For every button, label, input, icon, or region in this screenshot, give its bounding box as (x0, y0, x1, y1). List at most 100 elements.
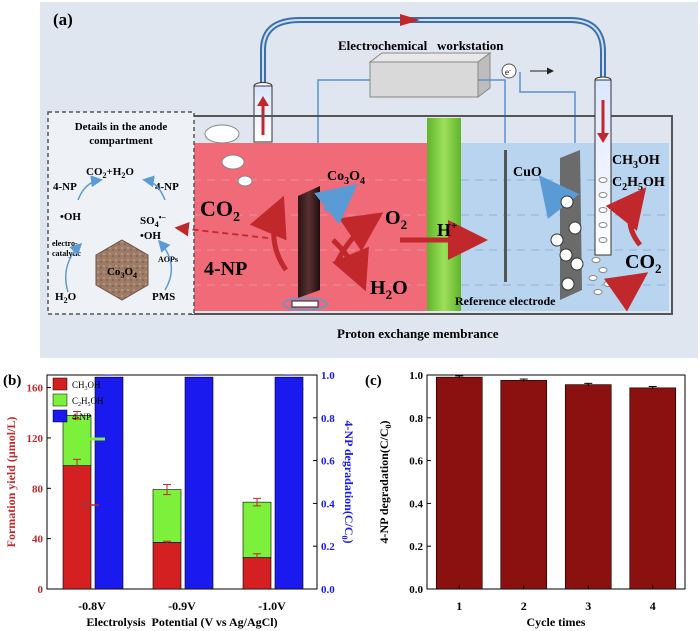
co3o4-hexagon (95, 239, 149, 301)
stir-bar-icon (282, 297, 328, 311)
bar-degradation-2 (564, 384, 612, 590)
wire-arrow-icon (400, 14, 420, 26)
wire-tube-highlight (262, 19, 604, 88)
anode-h2o-label: H2O (370, 277, 408, 302)
anode-4np-label: 4-NP (204, 258, 247, 280)
panel-b-left-ticks: 0 40 80 120 160 (27, 383, 51, 596)
panel-b-legend: CH3OH C2H5OH 4-NP (52, 377, 104, 423)
legend-swatch-4np (52, 409, 68, 423)
anode-co3o4-arrow (314, 183, 358, 225)
panel-c-category-2: 3 (585, 599, 591, 613)
panel-c-bars (435, 375, 677, 590)
panel-b-left-tick-label-0: 0 (38, 584, 44, 596)
panel-c-plot-frame (426, 374, 686, 590)
panel-c-tick-label-0: 0.0 (409, 584, 423, 596)
panel-a: (a) Electrochemical workstation e- (40, 2, 698, 358)
membrane-label: Proton exchange membrance (337, 326, 499, 341)
legend-label-4np: 4-NP (72, 412, 91, 422)
anode-bubbles (204, 124, 253, 187)
panel-b-right-tick-label-1: 0.2 (321, 541, 335, 553)
green-axis-indicator-head (80, 434, 90, 444)
panel-b-category-2: -1.0V (258, 599, 286, 613)
bar-c2h5oh-2 (242, 501, 272, 558)
anode-co3o4-label: Co3O4 (327, 169, 365, 187)
details-title-line1: Details in the anode (75, 121, 168, 133)
panel-c-tick-label-4: 0.8 (409, 413, 423, 425)
panel-b-xlabel: Electrolysis Potential (V vs Ag/AgCl) (86, 615, 277, 629)
panel-b-category-labels: -0.8V -0.9V -1.0V (78, 599, 286, 613)
panel-c-label: (c) (365, 373, 382, 389)
left-electrode-tube (253, 82, 273, 143)
cathode-electrons (550, 195, 584, 291)
details-4np-left: 4-NP (53, 181, 77, 193)
panel-c-category-3: 4 (650, 599, 656, 613)
details-arcs (65, 175, 173, 293)
anode-o2-label: O2 (385, 207, 407, 232)
details-h2o: H2O (55, 291, 77, 305)
panel-c-category-0: 1 (456, 599, 462, 613)
right-axis-indicator-head (296, 385, 304, 393)
panel-c-ylabel: 4-NP degradation(C/C0) (377, 421, 393, 544)
cuo-label: CuO (513, 165, 542, 180)
bar-4np-1 (184, 376, 214, 590)
panel-b-right-tick-label-0: 0.0 (321, 584, 335, 596)
electrochemical-workstation (368, 52, 492, 98)
cuo-arrow (538, 175, 580, 219)
panel-c-category-1: 2 (521, 599, 527, 613)
details-electro-1: electro- (52, 239, 78, 248)
details-co2-h2o: CO2+H2O (86, 166, 134, 180)
details-oh-right: •OH (140, 230, 161, 242)
panel-b-right-ticks: 0.00.20.40.60.81.0 (313, 370, 335, 596)
panel-c-xlabel: Cycle times (527, 615, 586, 629)
details-pms: PMS (152, 291, 175, 303)
panel-b-bars (62, 374, 304, 590)
details-title-line2: compartment (89, 135, 153, 147)
legend-swatch-c2h5oh (52, 393, 68, 407)
panel-b-ylabel: Formation yield (μmol/L) (4, 417, 18, 548)
bar-degradation-3 (629, 387, 677, 590)
electron-label: e- (505, 67, 511, 77)
hexagon-co3o4-label: Co3O4 (107, 266, 137, 280)
panel-b-right-tick-label-4: 0.8 (321, 413, 335, 425)
panel-b-left-tick-label-2: 80 (32, 483, 44, 495)
bar-4np-2 (274, 376, 304, 590)
anode-reaction-arrows (249, 195, 384, 292)
panel-c-category-labels: 1 2 3 4 (456, 585, 656, 613)
details-so4: SO4•− (140, 213, 166, 229)
cathode-co2-label: CO2 (625, 251, 662, 276)
bar-degradation-1 (500, 380, 548, 590)
wire-to-anode (317, 79, 370, 168)
anode-co2-label: CO2 (200, 196, 240, 225)
panel-b-left-tick-label-1: 40 (32, 534, 44, 546)
panel-b-right-tick-label-3: 0.6 (321, 456, 335, 468)
wire-to-reference (478, 79, 506, 150)
panel-b-left-tick-label-3: 120 (27, 433, 44, 445)
wire-to-cathode (519, 72, 576, 150)
panel-b-category-1: -0.9V (168, 599, 196, 613)
bar-c2h5oh-1 (152, 489, 182, 543)
panel-c-tick-label-1: 0.2 (409, 541, 423, 553)
reference-electrode-label: Reference electrode (455, 294, 556, 308)
details-electro-2: catalytic (52, 249, 81, 258)
panel-a-label: (a) (53, 10, 73, 29)
panel-c-tick-label-2: 0.4 (409, 498, 423, 510)
bar-ch3oh-0 (62, 465, 92, 590)
panel-b-y2label: 4-NP degradation(C/C0) (340, 421, 356, 544)
legend-label-c2h5oh: C2H5OH (72, 396, 104, 408)
panel-b-category-0: -0.8V (78, 599, 106, 613)
panel-c-ticks: 0.00.20.40.60.81.0 (409, 370, 431, 596)
bar-ch3oh-2 (242, 557, 272, 590)
panel-b-left-tick-label-4: 160 (27, 383, 44, 395)
panel-b-right-tick-label-5: 1.0 (321, 370, 335, 382)
electron-icon (501, 63, 517, 79)
panel-b-label: (b) (3, 373, 21, 389)
ch3oh-label: CH3OH (612, 153, 660, 171)
workstation-label: Electrochemical workstation (338, 38, 504, 53)
cathode-reaction-arrows (603, 187, 649, 312)
details-aops: AOPs (158, 255, 178, 264)
proton-exchange-membrane (427, 118, 461, 311)
details-oh-left: •OH (60, 211, 81, 223)
